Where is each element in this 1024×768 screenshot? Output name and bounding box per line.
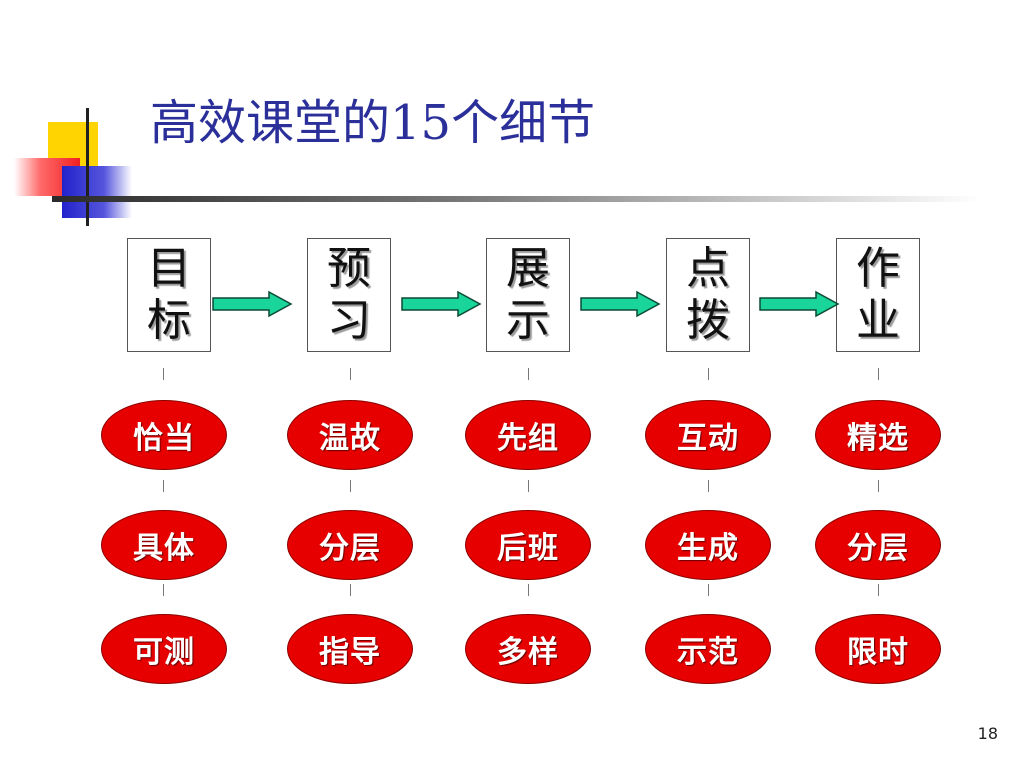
- decor-vertical-line: [86, 108, 89, 226]
- connector-tick: [163, 480, 164, 492]
- connector-tick: [878, 368, 879, 380]
- detail-oval: 具体: [101, 510, 227, 580]
- detail-oval: 分层: [287, 510, 413, 580]
- connector-tick: [708, 368, 709, 380]
- step-box-3: 展 示: [486, 238, 570, 352]
- step-3-char-1: 展: [506, 243, 550, 294]
- detail-oval: 生成: [645, 510, 771, 580]
- step-box-4: 点 拨: [666, 238, 750, 352]
- step-4-char-1: 点: [686, 243, 730, 294]
- arrow-right-icon: [759, 290, 840, 318]
- connector-tick: [350, 368, 351, 380]
- connector-tick: [708, 584, 709, 596]
- page-number: 18: [977, 724, 998, 743]
- step-box-5: 作 业: [836, 238, 920, 352]
- detail-oval: 多样: [465, 614, 591, 684]
- connector-tick: [528, 480, 529, 492]
- detail-oval: 分层: [815, 510, 941, 580]
- step-1-char-2: 标: [147, 295, 191, 346]
- step-box-1: 目 标: [127, 238, 211, 352]
- page-title: 高效课堂的15个细节: [150, 95, 596, 151]
- detail-oval: 指导: [287, 614, 413, 684]
- connector-tick: [163, 584, 164, 596]
- connector-tick: [528, 584, 529, 596]
- detail-oval: 先组: [465, 400, 591, 470]
- detail-oval: 精选: [815, 400, 941, 470]
- detail-oval: 互动: [645, 400, 771, 470]
- detail-oval: 后班: [465, 510, 591, 580]
- step-2-char-1: 预: [327, 243, 371, 294]
- detail-oval: 限时: [815, 614, 941, 684]
- arrow-right-icon: [212, 290, 293, 318]
- step-5-char-1: 作: [856, 243, 900, 294]
- detail-oval: 可测: [101, 614, 227, 684]
- connector-tick: [878, 584, 879, 596]
- step-2-char-2: 习: [327, 295, 371, 346]
- step-box-2: 预 习: [307, 238, 391, 352]
- detail-oval: 恰当: [101, 400, 227, 470]
- connector-tick: [163, 368, 164, 380]
- connector-tick: [528, 368, 529, 380]
- arrow-right-icon: [580, 290, 661, 318]
- step-1-char-1: 目: [147, 243, 191, 294]
- title-underline: [52, 196, 982, 202]
- decor-blue-square: [62, 166, 132, 218]
- step-5-char-2: 业: [856, 295, 900, 346]
- connector-tick: [878, 480, 879, 492]
- detail-oval: 温故: [287, 400, 413, 470]
- connector-tick: [350, 584, 351, 596]
- step-3-char-2: 示: [506, 295, 550, 346]
- step-4-char-2: 拨: [686, 295, 730, 346]
- connector-tick: [350, 480, 351, 492]
- detail-oval: 示范: [645, 614, 771, 684]
- arrow-right-icon: [401, 290, 482, 318]
- connector-tick: [708, 480, 709, 492]
